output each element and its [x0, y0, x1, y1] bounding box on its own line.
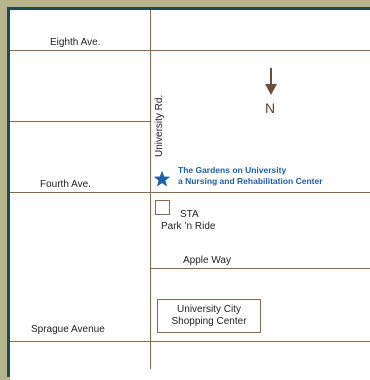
road-line [150, 10, 151, 369]
street-label-apple-way: Apple Way [183, 255, 231, 266]
road-line [150, 268, 370, 269]
park-n-ride-label: Park ’n Ride [161, 221, 216, 232]
street-label-fourth-ave: Fourth Ave. [40, 179, 91, 190]
road-line [10, 192, 370, 193]
sta-label: STA [180, 209, 199, 220]
street-label-university-rd: University Rd. [154, 94, 165, 157]
street-label-sprague-avenue: Sprague Avenue [31, 324, 105, 335]
sta-park-n-ride-marker [155, 200, 170, 215]
north-label: N [265, 100, 276, 116]
road-line [10, 341, 370, 342]
shopping-center-box: University City Shopping Center [157, 299, 261, 333]
road-line [10, 50, 370, 51]
shopping-center-type: Shopping Center [171, 316, 247, 327]
facility-subtitle: a Nursing and Rehabilitation Center [178, 176, 323, 186]
north-arrow-icon [265, 68, 277, 95]
facility-label: The Gardens on University a Nursing and … [178, 165, 323, 187]
shopping-center-name: University City [177, 304, 241, 315]
star-icon [153, 170, 171, 187]
facility-name: The Gardens on University [178, 165, 287, 175]
road-line [10, 121, 150, 122]
street-label-eighth-ave: Eighth Ave. [50, 37, 101, 48]
